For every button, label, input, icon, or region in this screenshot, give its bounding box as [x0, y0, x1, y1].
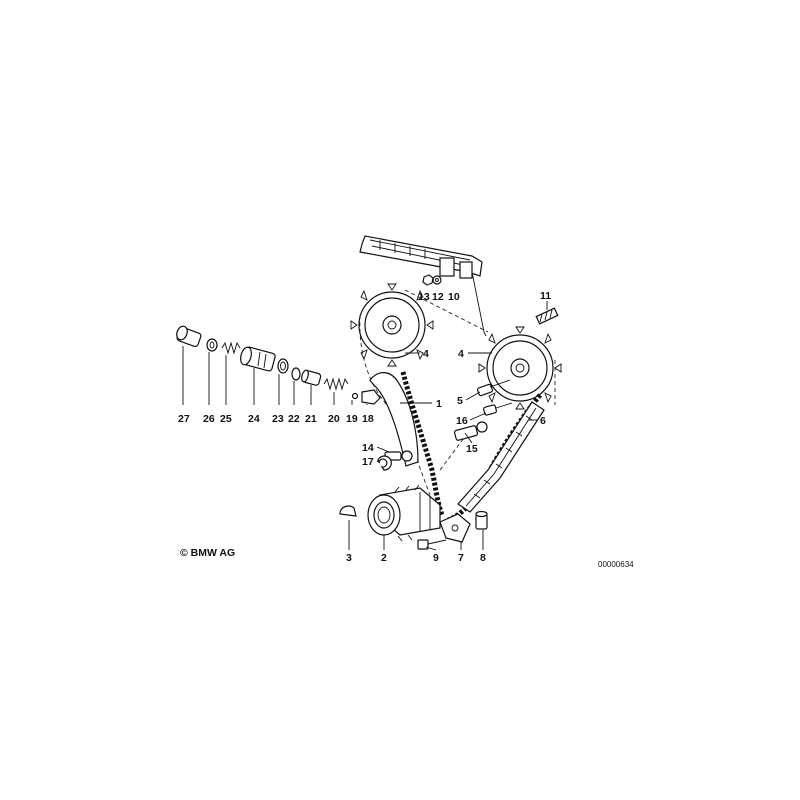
label-7: 7 [458, 552, 464, 564]
label-4-left: 4 [423, 348, 429, 360]
label-4-right: 4 [458, 348, 464, 360]
spring-25[interactable] [221, 341, 241, 355]
label-17: 17 [362, 456, 374, 468]
sleeve-8[interactable] [475, 510, 488, 530]
bolt-16[interactable] [483, 402, 513, 416]
nut-13[interactable] [422, 274, 434, 286]
washer-12[interactable] [432, 275, 442, 285]
stud-11[interactable] [535, 307, 559, 325]
plunger-18[interactable] [361, 389, 381, 405]
circlip-17[interactable] [377, 455, 392, 471]
copyright-text: © BMW AG [180, 547, 235, 559]
plug-27[interactable] [175, 325, 202, 348]
label-27: 27 [178, 413, 190, 425]
label-16: 16 [456, 415, 468, 427]
label-10: 10 [448, 291, 460, 303]
upper-guide-rail[interactable] [359, 235, 483, 279]
label-25: 25 [220, 413, 232, 425]
label-18: 18 [362, 413, 374, 425]
label-13: 13 [418, 291, 430, 303]
camshaft-sprocket-left[interactable] [350, 283, 434, 367]
label-26: 26 [203, 413, 215, 425]
crankshaft-sprocket[interactable] [367, 484, 441, 542]
camshaft-sprocket-right[interactable] [478, 326, 562, 410]
tensioner-housing-24[interactable] [239, 346, 276, 372]
label-3: 3 [346, 552, 352, 564]
label-2: 2 [381, 552, 387, 564]
label-23: 23 [272, 413, 284, 425]
label-20: 20 [328, 413, 340, 425]
label-22: 22 [288, 413, 300, 425]
part-number-labels: 27 26 25 24 23 22 21 20 19 18 1 4 4 5 16… [178, 290, 634, 569]
woodruff-key[interactable] [339, 505, 357, 517]
label-12: 12 [432, 291, 444, 303]
label-15: 15 [466, 443, 478, 455]
ball-19[interactable] [351, 392, 359, 400]
label-1: 1 [436, 398, 442, 410]
washer-22[interactable] [291, 367, 301, 381]
seal-ring-23[interactable] [277, 358, 289, 374]
drawing-number: 00000634 [598, 560, 634, 569]
chain-guide-rail[interactable] [369, 372, 419, 467]
label-8: 8 [480, 552, 486, 564]
label-21: 21 [305, 413, 317, 425]
label-5: 5 [457, 395, 463, 407]
label-6: 6 [540, 415, 546, 427]
leader-lines [182, 301, 548, 551]
spring-20[interactable] [323, 377, 349, 391]
piston-21[interactable] [301, 369, 322, 386]
chain-path-dashed [359, 289, 556, 496]
tensioner-rail[interactable] [457, 401, 545, 513]
leader-10-line [471, 271, 487, 337]
label-9: 9 [433, 552, 439, 564]
pivot-pin-15[interactable] [453, 421, 488, 441]
label-24: 24 [248, 413, 260, 425]
label-19: 19 [346, 413, 358, 425]
tensioner-bracket-7[interactable] [439, 513, 471, 543]
label-14: 14 [362, 442, 374, 454]
seal-ring-26[interactable] [206, 338, 218, 352]
bolt-9[interactable] [417, 539, 447, 550]
label-11: 11 [540, 290, 551, 302]
